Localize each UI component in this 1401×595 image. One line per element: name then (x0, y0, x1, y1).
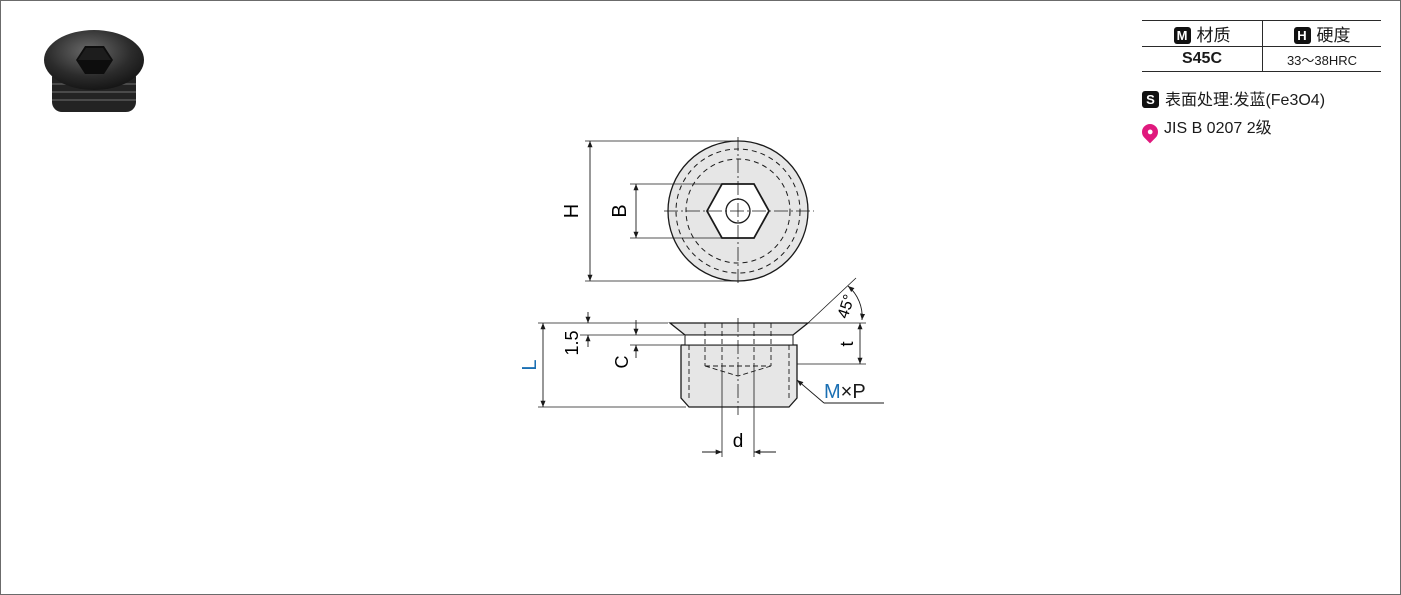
dim-label-L: L (519, 359, 541, 370)
dimension-flange: 1.5 (562, 312, 684, 356)
standard-note: ●JIS B 0207 2级 (1138, 114, 1272, 144)
dimension-L: L (519, 322, 686, 408)
plug-body (44, 30, 144, 112)
dimension-t: t (797, 322, 866, 365)
hardness-header: H 硬度 (1262, 20, 1381, 47)
side-view (668, 318, 810, 415)
material-value: S45C (1142, 46, 1263, 72)
surface-tag-icon: S (1142, 91, 1159, 108)
dimension-H: H (561, 140, 740, 282)
material-header: M 材质 (1142, 20, 1263, 47)
hardness-value: 33～38HRC (1262, 46, 1381, 72)
dimension-C: C (612, 320, 680, 369)
thread-callout: M×P (796, 379, 884, 404)
svg-text:M×P: M×P (824, 381, 866, 403)
spec-value-row: S45C 33～38HRC (1142, 46, 1381, 72)
location-pin-icon: ● (1138, 120, 1162, 144)
spec-header-row: M 材质 H 硬度 (1142, 20, 1381, 47)
dim-label-d: d (733, 431, 744, 452)
thread-label-M: M (824, 381, 841, 403)
dim-label-flange: 1.5 (562, 330, 582, 355)
thread-label-x: × (841, 381, 853, 403)
technical-drawing: H B L 1.5 (519, 137, 884, 457)
surface-treatment-note: S 表面处理:发蓝(Fe3O4) (1142, 86, 1325, 110)
dim-label-B: B (609, 204, 631, 217)
material-tag-icon: M (1173, 27, 1191, 44)
dim-label-C: C (612, 356, 632, 369)
dim-label-H: H (561, 204, 583, 218)
standard-text: JIS B 0207 2级 (1164, 120, 1272, 137)
surface-treatment-text: 表面处理:发蓝(Fe3O4) (1165, 92, 1326, 109)
dimension-d: d (702, 364, 776, 457)
dim-label-t: t (837, 341, 857, 346)
dimension-B: B (609, 183, 722, 239)
hardness-header-label: 硬度 (1316, 26, 1351, 45)
product-photo (44, 30, 144, 112)
dim-label-angle: 45° (835, 292, 859, 320)
spec-table: M 材质 H 硬度 S45C 33～38HRC (1142, 20, 1381, 72)
material-header-label: 材质 (1196, 26, 1231, 45)
dimension-angle: 45° (807, 277, 866, 324)
thread-label-P: P (852, 381, 865, 403)
top-view (664, 137, 814, 285)
hardness-tag-icon: H (1293, 27, 1311, 44)
